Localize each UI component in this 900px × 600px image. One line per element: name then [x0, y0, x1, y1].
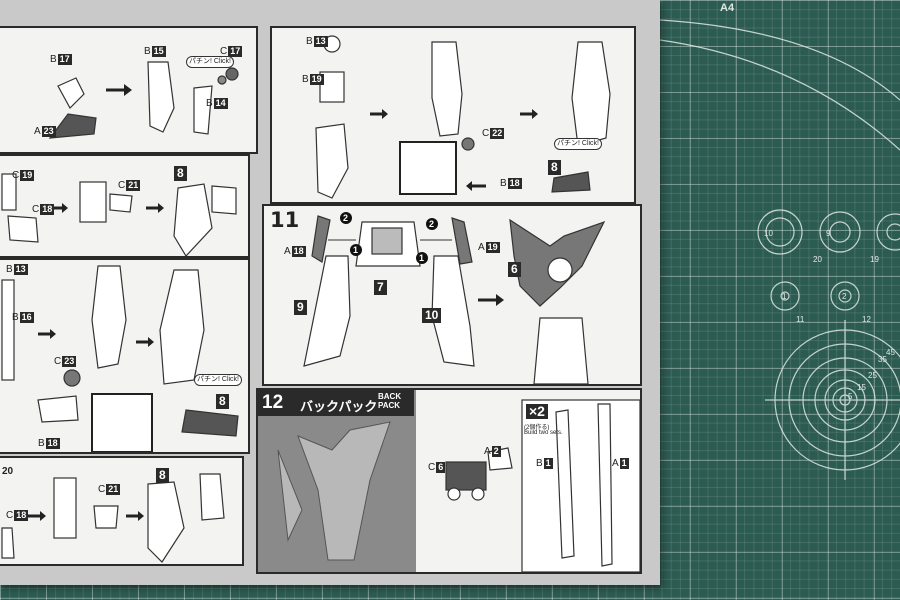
step-12-title-jp: バックパック	[300, 399, 378, 414]
step-12-title-bar	[258, 390, 414, 416]
circle-number: 5	[848, 392, 853, 401]
detail-inset	[91, 393, 153, 452]
circle-number: 9	[826, 229, 831, 238]
step-7-badge: 7	[374, 280, 387, 295]
multiplier-en: Build two sets.	[524, 430, 563, 436]
arrow-callout-1: 1	[419, 253, 424, 263]
step-8-badge: 8	[216, 394, 229, 409]
step-6-badge: 6	[508, 262, 521, 277]
top-right-illustration	[315, 35, 611, 199]
circle-number: 2	[842, 292, 847, 301]
circle-number: 20	[813, 255, 822, 264]
circle-number: 35	[878, 355, 887, 364]
click-callout: パチン! Click!	[186, 56, 234, 68]
backpack-subpanel	[521, 399, 640, 572]
circle-number: 10	[764, 229, 773, 238]
step-12-number: 12	[262, 392, 284, 413]
arrow-callout-2: 2	[429, 219, 434, 229]
step-8-badge: 8	[156, 468, 169, 483]
arrow-callout-1: 1	[353, 245, 358, 255]
mid-left-illustration	[1, 173, 237, 256]
step-10-badge: 10	[422, 308, 442, 323]
multiplier-badge: ×2	[526, 404, 548, 419]
left-lower-illustration	[1, 265, 239, 452]
circle-number: 25	[868, 371, 877, 380]
circle-number: 12	[862, 315, 871, 324]
mat-a4-label: A4	[720, 2, 735, 14]
detail-inset	[399, 141, 457, 195]
step-9-badge: 9	[294, 300, 307, 315]
click-callout: パチン! Click!	[194, 374, 242, 386]
arrow-callout-2: 2	[343, 213, 348, 223]
step-12-illustration	[258, 390, 640, 572]
circle-number: 45	[886, 348, 895, 357]
circle-number: 19	[870, 255, 879, 264]
step-8-badge: 8	[174, 166, 187, 181]
step-prefix: 20	[2, 466, 14, 477]
circle-number: 1	[782, 292, 787, 301]
top-left-illustration	[48, 61, 239, 139]
click-callout: パチン! Click!	[554, 138, 602, 150]
step-11-illustration: 2 2 1 1	[303, 212, 606, 384]
bottom-left-illustration	[1, 473, 225, 563]
multiplier-jp: (2個作る)	[524, 425, 550, 431]
step-8-badge: 8	[548, 160, 561, 175]
step-11-number: 11	[270, 208, 300, 232]
circle-number: 15	[857, 383, 866, 392]
circle-number: 11	[796, 315, 805, 324]
